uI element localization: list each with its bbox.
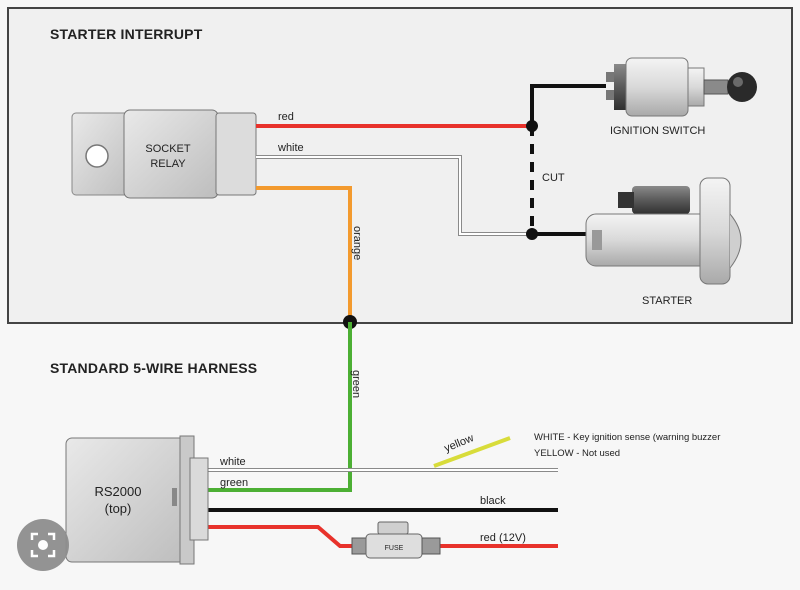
note-white-wire: WHITE - Key ignition sense (warning buzz… xyxy=(534,432,720,443)
orange-wire-label: orange xyxy=(351,226,363,260)
starter-motor-icon xyxy=(585,177,742,285)
harness-green-label: green xyxy=(220,477,248,489)
ignition-black-wire xyxy=(530,84,606,126)
ignition-switch-icon xyxy=(606,57,757,117)
module-label-rs2000: RS2000 xyxy=(95,484,142,499)
green-wire-vertical-label: green xyxy=(350,370,362,398)
cut-label: CUT xyxy=(542,172,565,184)
green-wire xyxy=(208,322,352,492)
harness-white-label: white xyxy=(219,456,246,468)
relay-label-relay: RELAY xyxy=(150,158,186,170)
yellow-wire xyxy=(433,436,511,468)
orange-wire xyxy=(256,186,352,322)
lens-button[interactable] xyxy=(17,519,69,571)
black-wire-label: black xyxy=(480,495,506,507)
splice-dot-white xyxy=(526,228,538,240)
ignition-switch-label: IGNITION SWITCH xyxy=(610,125,705,137)
socket-relay: SOCKET RELAY xyxy=(71,109,257,199)
starter-label: STARTER xyxy=(642,295,692,307)
white-wire-label: white xyxy=(277,142,304,154)
fuse-label: FUSE xyxy=(385,545,404,552)
fuse-holder-icon: FUSE xyxy=(351,521,441,559)
module-label-top: (top) xyxy=(105,501,132,516)
lens-icon xyxy=(30,532,56,558)
red-wire-label: red xyxy=(278,111,294,123)
red-12v-wire-left xyxy=(208,525,352,548)
relay-label-socket: SOCKET xyxy=(145,143,191,155)
note-yellow-wire: YELLOW - Not used xyxy=(534,448,620,459)
rs2000-module: RS2000 (top) xyxy=(65,435,209,565)
starter-interrupt-title: STARTER INTERRUPT xyxy=(50,26,203,42)
splice-dot-red xyxy=(526,120,538,132)
red-12v-wire-label: red (12V) xyxy=(480,532,526,544)
white-wire xyxy=(256,156,532,235)
harness-title: STANDARD 5-WIRE HARNESS xyxy=(50,360,257,376)
